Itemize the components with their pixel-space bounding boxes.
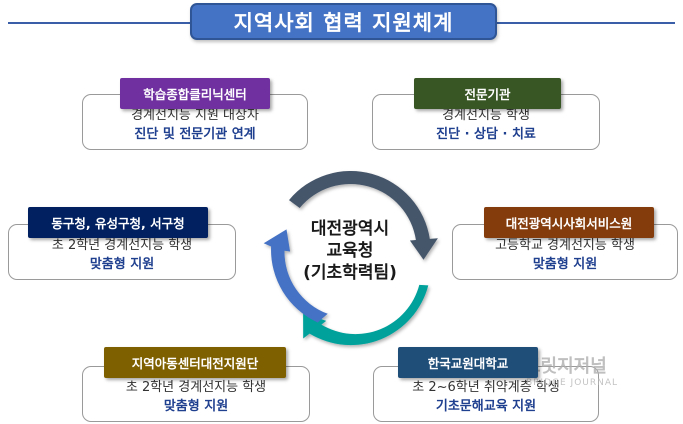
page-title: 지역사회 협력 지원체계	[190, 3, 497, 40]
label-child-center: 지역아동센터대전지원단	[104, 347, 286, 378]
card-knue-line1: 초 2~6학년 취약계층 학생	[412, 380, 560, 395]
watermark-sub: BRIDGE JOURNAL	[526, 378, 619, 388]
card-expert-agency-line2: 진단 · 상담 · 치료	[436, 127, 536, 142]
label-social-service: 대전광역시사회서비스원	[484, 207, 654, 238]
title-line-right	[497, 22, 675, 24]
label-knue: 한국교원대학교	[398, 347, 538, 378]
card-district-offices-line1: 초 2학년 경계선지능 학생	[51, 238, 193, 253]
cycle-arrow-left	[263, 229, 328, 323]
label-district-offices: 동구청, 유성구청, 서구청	[28, 207, 208, 238]
cycle-diagram	[263, 170, 438, 346]
card-expert-agency-line1: 경계선지능 학생	[442, 108, 530, 123]
title-line-left	[8, 22, 190, 24]
cycle-arrow-top	[289, 170, 438, 260]
center-line1: 대전광역시	[310, 219, 390, 239]
card-child-center-line1: 초 2학년 경계선지능 학생	[125, 380, 267, 395]
card-district-offices-line2: 맞춤형 지원	[89, 257, 155, 272]
center-line3: (기초학력팀)	[303, 263, 397, 283]
card-social-service-line2: 맞춤형 지원	[532, 257, 598, 272]
center-line2: 교육청	[326, 241, 374, 261]
card-social-service-line1: 고등학교 경계선지능 학생	[495, 238, 635, 253]
card-learning-clinic-line2: 진단 및 전문기관 연계	[134, 127, 256, 142]
card-child-center-line2: 맞춤형 지원	[163, 399, 229, 414]
card-learning-clinic-line1: 경계선지능 지원 대상자	[131, 108, 259, 123]
cycle-arrow-right	[303, 284, 429, 346]
center-label: 대전광역시 교육청 (기초학력팀)	[290, 218, 410, 284]
watermark-text: 브릿지저널	[524, 356, 607, 377]
label-expert-agency: 전문기관	[414, 78, 561, 109]
card-knue-line2: 기초문해교육 지원	[435, 399, 537, 414]
label-learning-clinic: 학습종합클리닉센터	[120, 78, 270, 109]
